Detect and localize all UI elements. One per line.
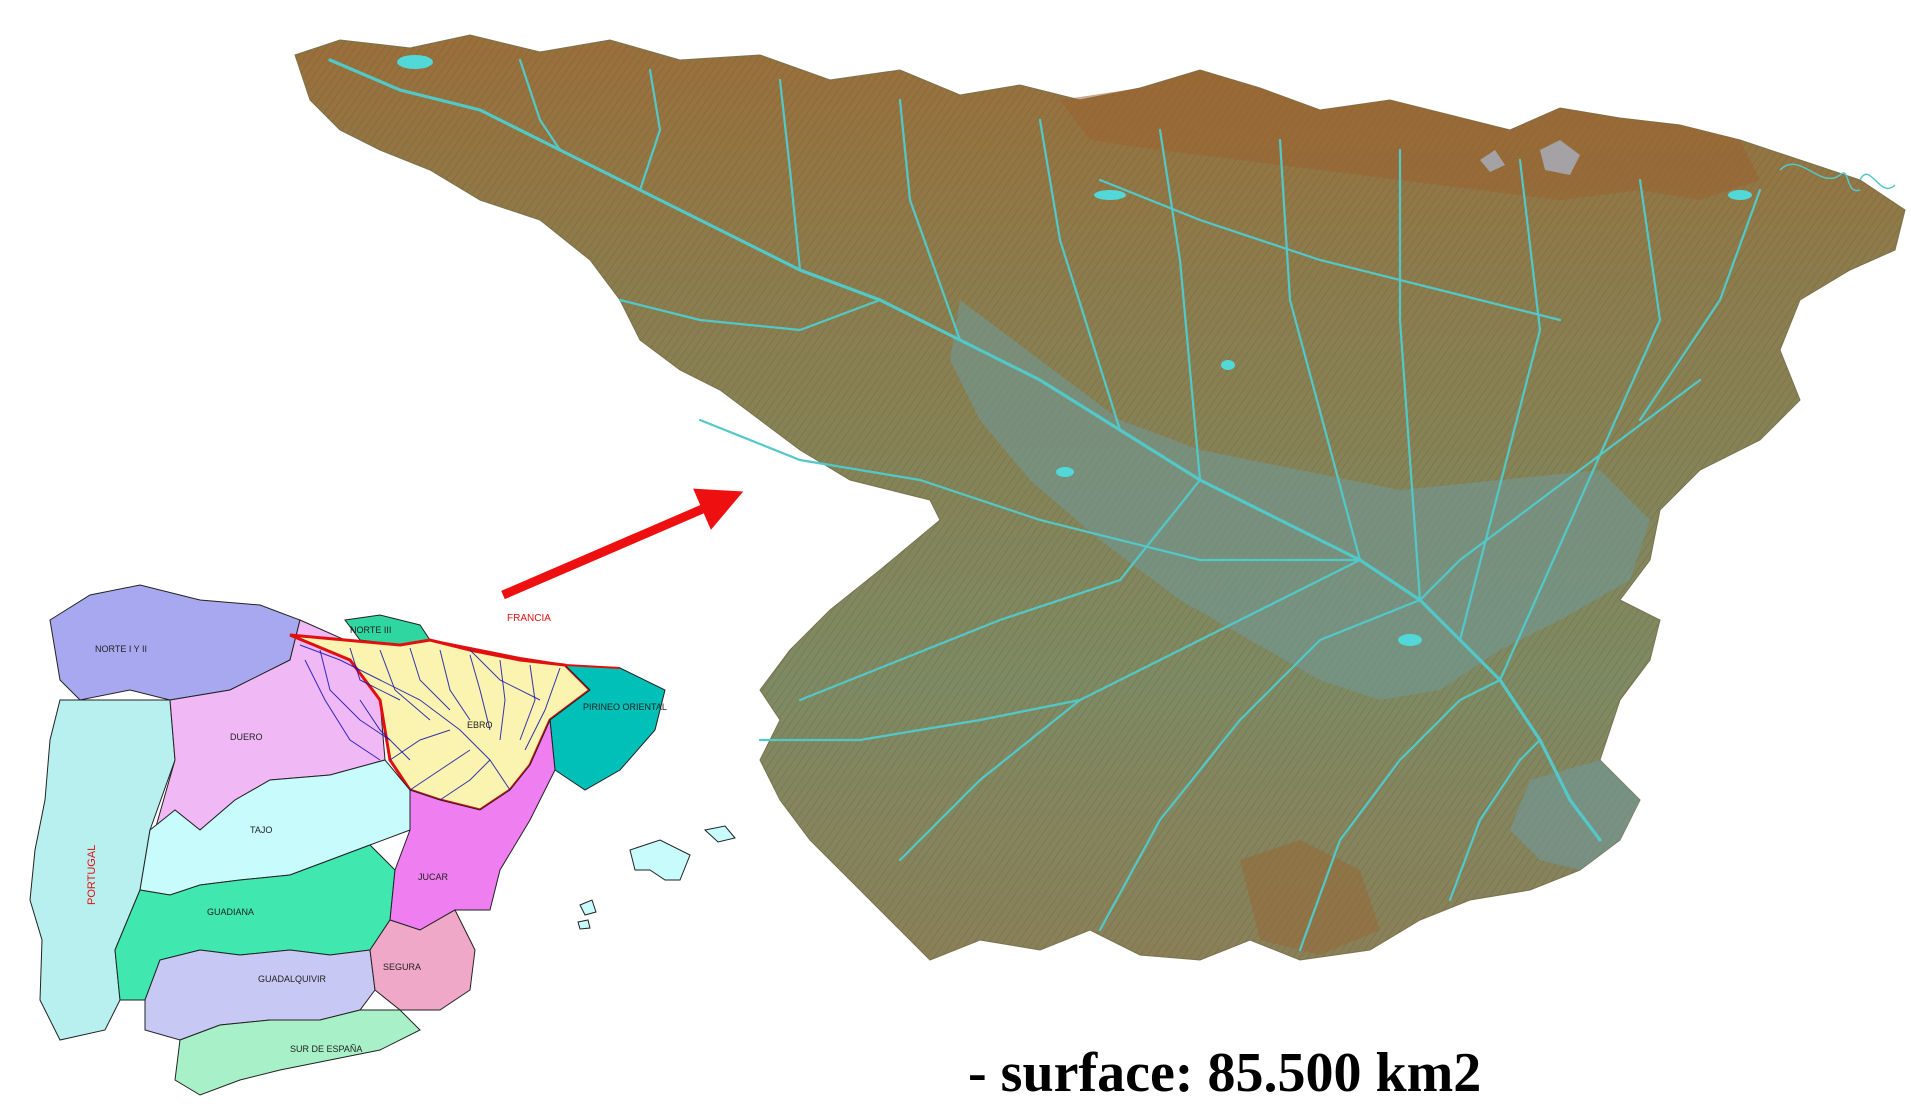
basin-portugal	[29, 699, 176, 1041]
basin-label-pirineo-oriental: PIRINEO ORIENTAL	[583, 702, 667, 712]
river-network	[328, 58, 1762, 952]
tributary	[1098, 178, 1562, 322]
ebro-valley-lowland	[950, 300, 1650, 700]
tributary	[1448, 738, 1542, 902]
ebro-main-river	[328, 58, 1602, 842]
basin-label-jucar: JUCAR	[418, 872, 449, 882]
basin-label-sur-de-espana: SUR DE ESPAÑA	[290, 1044, 362, 1054]
tributary	[1458, 158, 1542, 642]
tributary	[638, 68, 662, 192]
baleares-menorca	[703, 825, 736, 843]
reservoir	[397, 55, 433, 69]
reservoir	[1094, 190, 1126, 200]
tributary	[1158, 128, 1202, 482]
reservoir	[1056, 467, 1074, 477]
tributary	[1498, 178, 1662, 682]
basin-label-guadalquivir: GUADALQUIVIR	[258, 974, 327, 984]
baleares-mallorca	[629, 839, 691, 881]
france-label: FRANCIA	[507, 613, 551, 624]
basin-segura	[369, 909, 476, 1011]
pointer-arrow	[501, 488, 744, 600]
surface-caption: - surface: 85.500 km2	[968, 1042, 1482, 1104]
tributary	[1278, 138, 1362, 562]
tributary	[898, 558, 1362, 862]
tributary	[798, 478, 1202, 702]
tributary	[698, 418, 1362, 562]
france-frontier	[429, 639, 621, 669]
pyrenees-snow-peaks	[1480, 140, 1580, 175]
ebro-inset-river-network	[299, 644, 561, 801]
reservoir	[1221, 360, 1235, 370]
reservoir	[1728, 190, 1752, 200]
basin-label-segura: SEGURA	[383, 962, 421, 972]
iberian-system-relief	[1240, 840, 1380, 955]
reservoir	[1398, 634, 1422, 646]
baleares-ibiza	[577, 899, 597, 930]
tributary	[1298, 678, 1502, 952]
tributary	[618, 298, 882, 332]
tributary	[1398, 148, 1422, 602]
tributary	[778, 78, 802, 272]
tributary	[1098, 598, 1422, 932]
tributary	[1638, 188, 1762, 422]
ebro-basin-relief-map	[294, 34, 1906, 961]
basin-label-ebro: EBRO	[467, 720, 493, 730]
basin-label-tajo: TAJO	[250, 825, 272, 835]
basin-sur-de-espana	[174, 1009, 421, 1096]
tributary	[1038, 118, 1122, 432]
tributary	[898, 98, 962, 342]
spain-inset-map	[29, 584, 736, 1096]
reservoirs	[397, 55, 1752, 646]
tributary	[518, 58, 562, 152]
basin-pirineo-oriental	[549, 664, 666, 791]
tributary	[758, 698, 1082, 742]
ebro-delta-lowland	[1510, 760, 1640, 870]
coastline-detail	[1779, 163, 1896, 192]
pyrenees-high-relief	[1060, 70, 1760, 200]
basin-label-norte-iii: NORTE III	[350, 625, 391, 635]
basin-label-norte-i-ii: NORTE I Y II	[95, 644, 147, 654]
basin-label-duero: DUERO	[230, 732, 263, 742]
portugal-label: PORTUGAL	[86, 845, 98, 905]
basin-label-guadiana: GUADIANA	[207, 907, 254, 917]
inset-labels: NORTE I Y II NORTE III DUERO EBRO PIRINE…	[86, 613, 667, 1054]
tributary	[1418, 378, 1702, 602]
